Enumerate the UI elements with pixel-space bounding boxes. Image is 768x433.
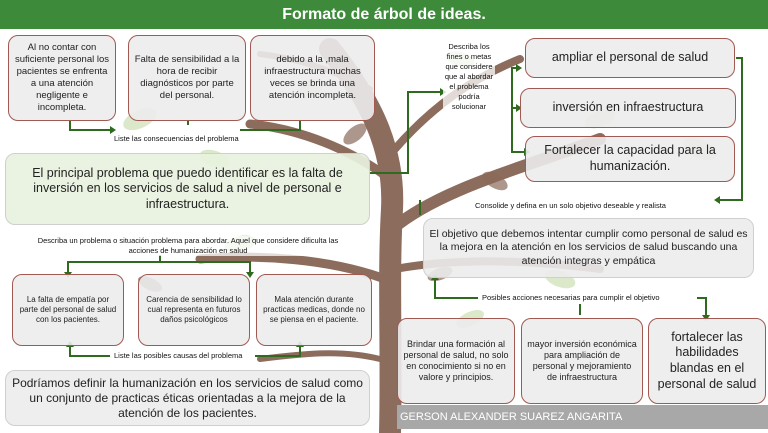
consequence-text-1: Al no contar con suficiente personal los… bbox=[15, 42, 109, 113]
objective-text: El objetivo que debemos intentar cumplir… bbox=[429, 228, 748, 267]
goal-text-2: inversión en infraestructura bbox=[552, 100, 704, 115]
goal-box-1: ampliar el personal de salud bbox=[525, 38, 735, 78]
objective-label: Consolide y defina en un solo objetivo d… bbox=[475, 201, 666, 211]
goals-label: Describa los fines o metas que considere… bbox=[443, 42, 495, 112]
cause-box-1: La falta de empatía por parte del person… bbox=[12, 274, 124, 346]
definition-text: Podríamos definir la humanización en los… bbox=[12, 375, 363, 420]
author-name: GERSON ALEXANDER SUAREZ ANGARITA bbox=[397, 405, 768, 429]
cause-text-3: Mala atención durante practicas medicas,… bbox=[263, 295, 365, 324]
action-text-3: fortalecer las habilidades blandas en el… bbox=[657, 329, 757, 391]
page-title: Formato de árbol de ideas. bbox=[0, 0, 768, 29]
definition-box: Podríamos definir la humanización en los… bbox=[5, 370, 370, 426]
cause-text-2: Carencia de sensibilidad lo cual represe… bbox=[146, 295, 242, 324]
cause-box-2: Carencia de sensibilidad lo cual represe… bbox=[138, 274, 250, 346]
consequence-box-3: debido a la ,mala infraestructura muchas… bbox=[250, 35, 375, 121]
consequences-label: Liste las consecuencias del problema bbox=[114, 134, 239, 144]
action-text-1: Brindar una formación al personal de sal… bbox=[403, 338, 509, 383]
main-problem-text: El principal problema que puedo identifi… bbox=[32, 165, 343, 211]
cause-text-1: La falta de empatía por parte del person… bbox=[19, 295, 117, 324]
consequence-text-2: Falta de sensibilidad a la hora de recib… bbox=[134, 54, 240, 101]
consequence-box-2: Falta de sensibilidad a la hora de recib… bbox=[128, 35, 246, 121]
consequence-text-3: debido a la ,mala infraestructura muchas… bbox=[264, 54, 361, 101]
main-problem-box: El principal problema que puedo identifi… bbox=[5, 153, 370, 225]
action-box-2: mayor inversión económica para ampliació… bbox=[521, 318, 643, 404]
action-box-3: fortalecer las habilidades blandas en el… bbox=[648, 318, 766, 404]
problem-label: Describa un problema o situación problem… bbox=[28, 236, 348, 256]
goals-label-text: Describa los fines o metas que considere… bbox=[444, 42, 494, 111]
consequence-box-1: Al no contar con suficiente personal los… bbox=[8, 35, 116, 121]
goal-text-3: Fortalecer la capacidad para la humaniza… bbox=[544, 143, 716, 173]
goal-box-2: inversión en infraestructura bbox=[520, 88, 736, 128]
goal-text-1: ampliar el personal de salud bbox=[551, 50, 709, 65]
cause-box-3: Mala atención durante practicas medicas,… bbox=[256, 274, 372, 346]
objective-box: El objetivo que debemos intentar cumplir… bbox=[423, 218, 754, 278]
action-box-1: Brindar una formación al personal de sal… bbox=[397, 318, 515, 404]
causes-label: Liste las posibles causas del problema bbox=[114, 351, 243, 361]
action-text-2: mayor inversión económica para ampliació… bbox=[527, 338, 637, 383]
goal-box-3: Fortalecer la capacidad para la humaniza… bbox=[525, 136, 735, 182]
problem-label-text: Describa un problema o situación problem… bbox=[37, 236, 339, 255]
actions-label: Posibles acciones necesarias para cumpli… bbox=[482, 293, 660, 303]
